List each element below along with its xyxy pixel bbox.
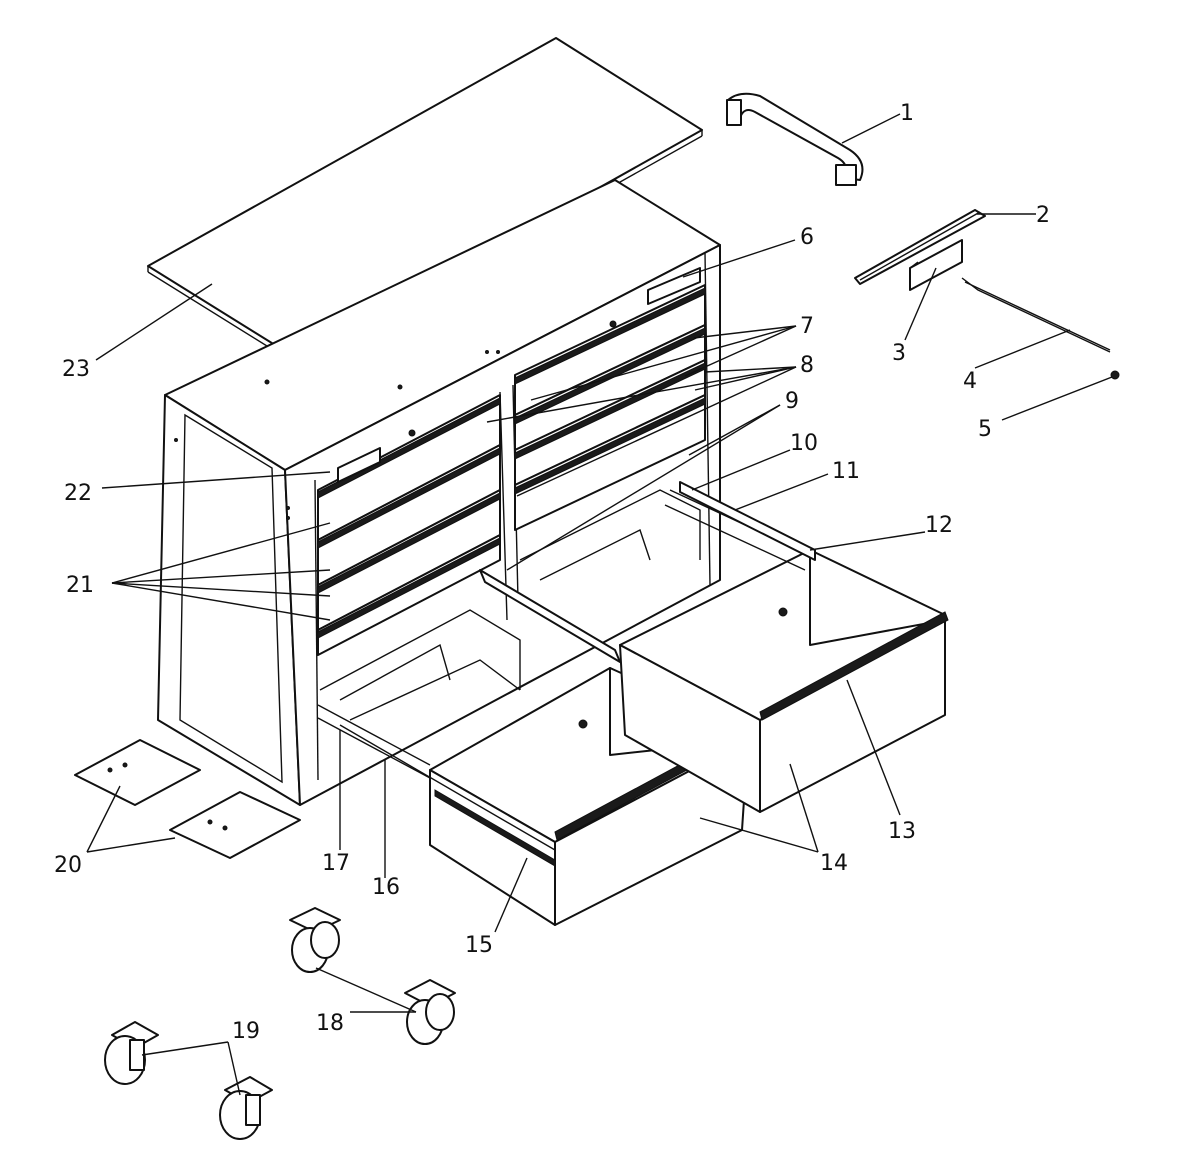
caster-18a bbox=[289, 907, 341, 973]
callout-18: 18 bbox=[316, 1011, 344, 1036]
caster-19b bbox=[219, 1076, 273, 1140]
rod bbox=[961, 277, 1111, 353]
callout-9: 9 bbox=[785, 389, 799, 414]
callout-7: 7 bbox=[800, 314, 814, 339]
callout-10: 10 bbox=[790, 431, 818, 456]
callout-20: 20 bbox=[54, 853, 82, 878]
leader-lines bbox=[86, 113, 1113, 1096]
callout-1: 1 bbox=[900, 101, 914, 126]
callout-23: 23 bbox=[62, 357, 90, 382]
callout-3: 3 bbox=[892, 341, 906, 366]
handle bbox=[726, 92, 864, 186]
callout-22: 22 bbox=[64, 481, 92, 506]
bracket bbox=[909, 239, 963, 291]
upper-right-drawers bbox=[514, 267, 706, 531]
screw bbox=[1110, 370, 1120, 380]
callout-13: 13 bbox=[888, 819, 916, 844]
callout-14: 14 bbox=[820, 851, 848, 876]
callout-2: 2 bbox=[1036, 203, 1050, 228]
callout-19: 19 bbox=[232, 1019, 260, 1044]
upper-left-drawers bbox=[317, 394, 501, 656]
callout-labels: 1 2 3 4 5 6 7 8 9 10 11 12 13 14 15 16 1… bbox=[54, 101, 1050, 1044]
mounting-plates bbox=[74, 739, 301, 859]
callout-15: 15 bbox=[465, 933, 493, 958]
callout-12: 12 bbox=[925, 513, 953, 538]
callout-8: 8 bbox=[800, 353, 814, 378]
callout-5: 5 bbox=[978, 417, 992, 442]
callout-6: 6 bbox=[800, 225, 814, 250]
caster-18b bbox=[404, 979, 456, 1045]
callout-21: 21 bbox=[66, 573, 94, 598]
slide-rail bbox=[854, 209, 986, 285]
callout-16: 16 bbox=[372, 875, 400, 900]
large-right-drawer bbox=[619, 481, 949, 813]
callout-11: 11 bbox=[832, 459, 860, 484]
callout-4: 4 bbox=[963, 369, 977, 394]
caster-19a bbox=[104, 1021, 159, 1085]
callout-17: 17 bbox=[322, 851, 350, 876]
